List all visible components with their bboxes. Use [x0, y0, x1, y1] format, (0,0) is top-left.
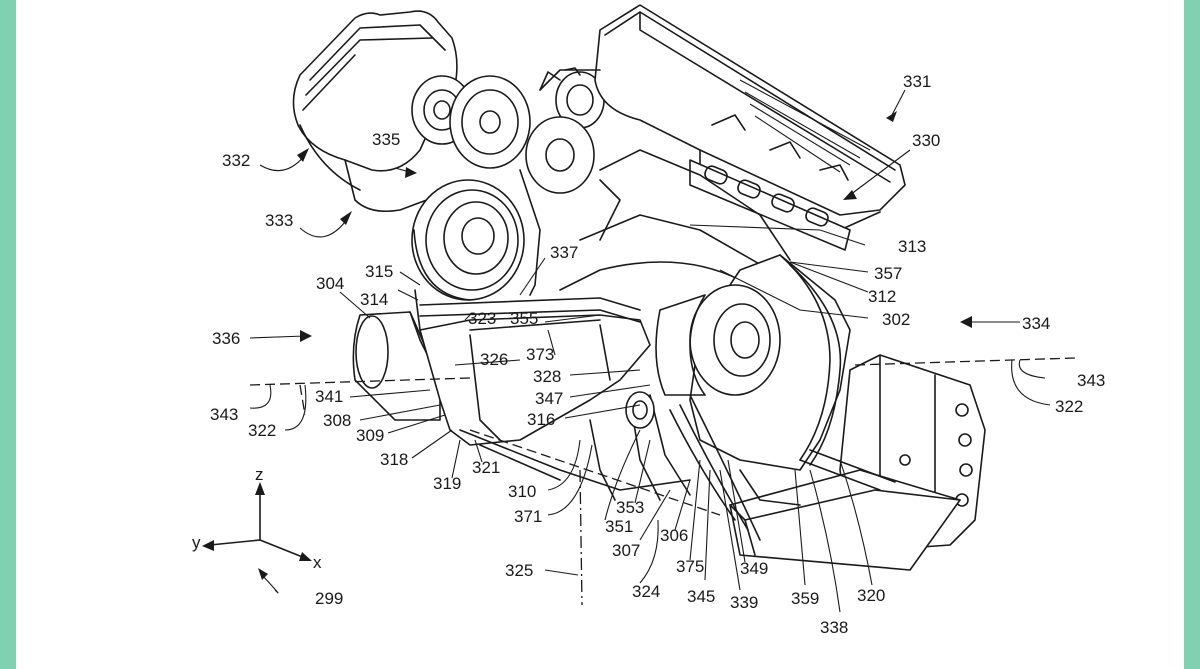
- coordinate-triad: z y x: [192, 465, 322, 572]
- label-338: 338: [820, 618, 848, 637]
- label-315: 315: [365, 262, 393, 281]
- label-318: 318: [380, 450, 408, 469]
- cross-tube: [414, 289, 641, 331]
- left-accent-strip: [0, 0, 16, 669]
- label-309: 309: [356, 426, 384, 445]
- axis-label-z: z: [255, 465, 264, 484]
- label-323: 323: [468, 309, 496, 328]
- label-322-left: 322: [248, 421, 276, 440]
- label-371: 371: [514, 507, 542, 526]
- axis-label-x: x: [313, 553, 322, 572]
- label-328: 328: [533, 367, 561, 386]
- engine-line-art: [249, 4, 1076, 606]
- support-bracket: [419, 314, 691, 491]
- label-316: 316: [527, 410, 555, 429]
- label-335: 335: [372, 130, 400, 149]
- label-355: 355: [510, 309, 538, 328]
- axis-label-y: y: [192, 533, 201, 552]
- exhaust-ports: [689, 159, 851, 251]
- lower-linkage: [589, 391, 801, 541]
- label-319: 319: [433, 474, 461, 493]
- label-332: 332: [222, 151, 250, 170]
- label-331: 331: [903, 72, 931, 91]
- label-324: 324: [632, 582, 660, 601]
- label-312: 312: [868, 287, 896, 306]
- oil-pan: [729, 449, 961, 571]
- label-306: 306: [660, 526, 688, 545]
- label-375: 375: [676, 557, 704, 576]
- label-337: 337: [550, 243, 578, 262]
- label-333: 333: [265, 211, 293, 230]
- label-345: 345: [687, 587, 715, 606]
- starter-motor: [352, 311, 441, 421]
- label-343-right: 343: [1077, 371, 1105, 390]
- label-373: 373: [526, 345, 554, 364]
- label-341: 341: [315, 387, 343, 406]
- label-314: 314: [360, 290, 388, 309]
- label-304: 304: [316, 274, 344, 293]
- label-334: 334: [1022, 314, 1050, 333]
- label-336: 336: [212, 329, 240, 348]
- label-339: 339: [730, 593, 758, 612]
- label-351: 351: [605, 517, 633, 536]
- reference-numerals: 331 330 332 335 333 313 337 357 315 304 …: [210, 72, 1105, 637]
- label-299: 299: [315, 589, 343, 608]
- label-326: 326: [480, 350, 508, 369]
- axis-centerlines: [249, 357, 1076, 606]
- right-cylinder-bank: [594, 4, 906, 231]
- label-313: 313: [898, 237, 926, 256]
- right-accent-strip: [1184, 0, 1200, 669]
- label-330: 330: [912, 131, 940, 150]
- corner-accent: [1184, 569, 1200, 669]
- label-325: 325: [505, 561, 533, 580]
- engine-patent-drawing: z y x 331 330 332 335 333 313 337 357 31…: [192, 4, 1105, 637]
- label-347: 347: [535, 389, 563, 408]
- label-308: 308: [323, 411, 351, 430]
- crank-pulley: [411, 179, 525, 301]
- label-349: 349: [740, 559, 768, 578]
- label-359: 359: [791, 589, 819, 608]
- label-357: 357: [874, 264, 902, 283]
- label-302: 302: [882, 310, 910, 329]
- label-322-right: 322: [1055, 397, 1083, 416]
- label-320: 320: [857, 586, 885, 605]
- upper-pulleys: [411, 67, 605, 194]
- leader-lines: [249, 89, 1051, 613]
- label-353: 353: [616, 498, 644, 517]
- label-343-left: 343: [210, 405, 238, 424]
- label-307: 307: [612, 541, 640, 560]
- torque-converter: [655, 284, 781, 396]
- label-310: 310: [508, 482, 536, 501]
- label-321: 321: [472, 458, 500, 477]
